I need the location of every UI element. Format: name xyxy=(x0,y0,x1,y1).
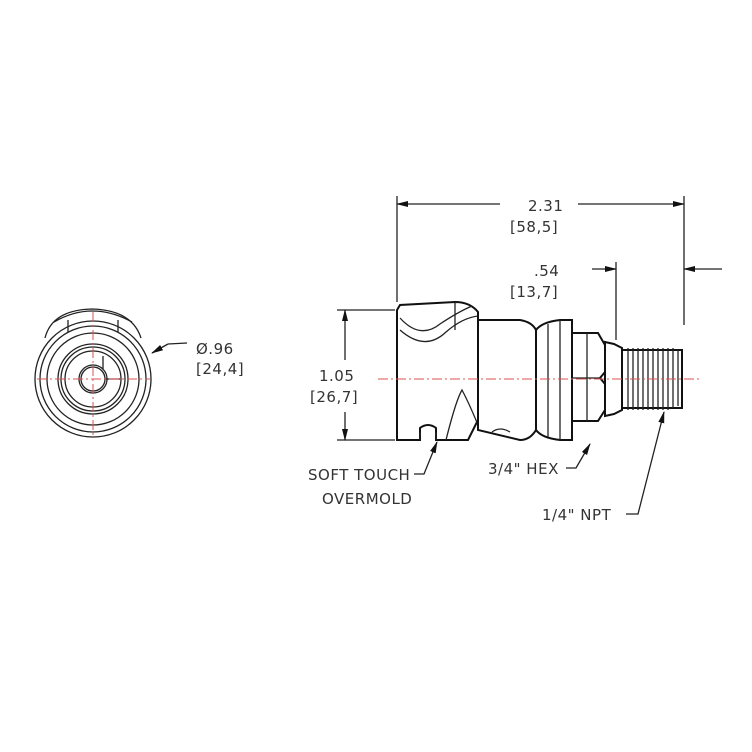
end-view xyxy=(34,308,188,438)
thread-length-mm: [13,7] xyxy=(510,283,558,301)
overmold-callout-line2: OVERMOLD xyxy=(322,490,412,508)
overall-length-inch: 2.31 xyxy=(528,197,563,215)
hex-callout: 3/4" HEX xyxy=(488,460,559,478)
height-inch: 1.05 xyxy=(319,367,354,385)
overmold-callout-line1: SOFT TOUCH xyxy=(308,466,410,484)
diameter-inch-label: Ø.96 xyxy=(196,340,234,358)
thread-length-inch: .54 xyxy=(534,262,559,280)
overall-length-mm: [58,5] xyxy=(510,218,558,236)
dimension-lines xyxy=(337,196,722,515)
npt-callout: 1/4" NPT xyxy=(542,506,612,524)
side-view xyxy=(378,300,700,442)
diameter-mm-label: [24,4] xyxy=(196,360,244,378)
height-mm: [26,7] xyxy=(310,388,358,406)
